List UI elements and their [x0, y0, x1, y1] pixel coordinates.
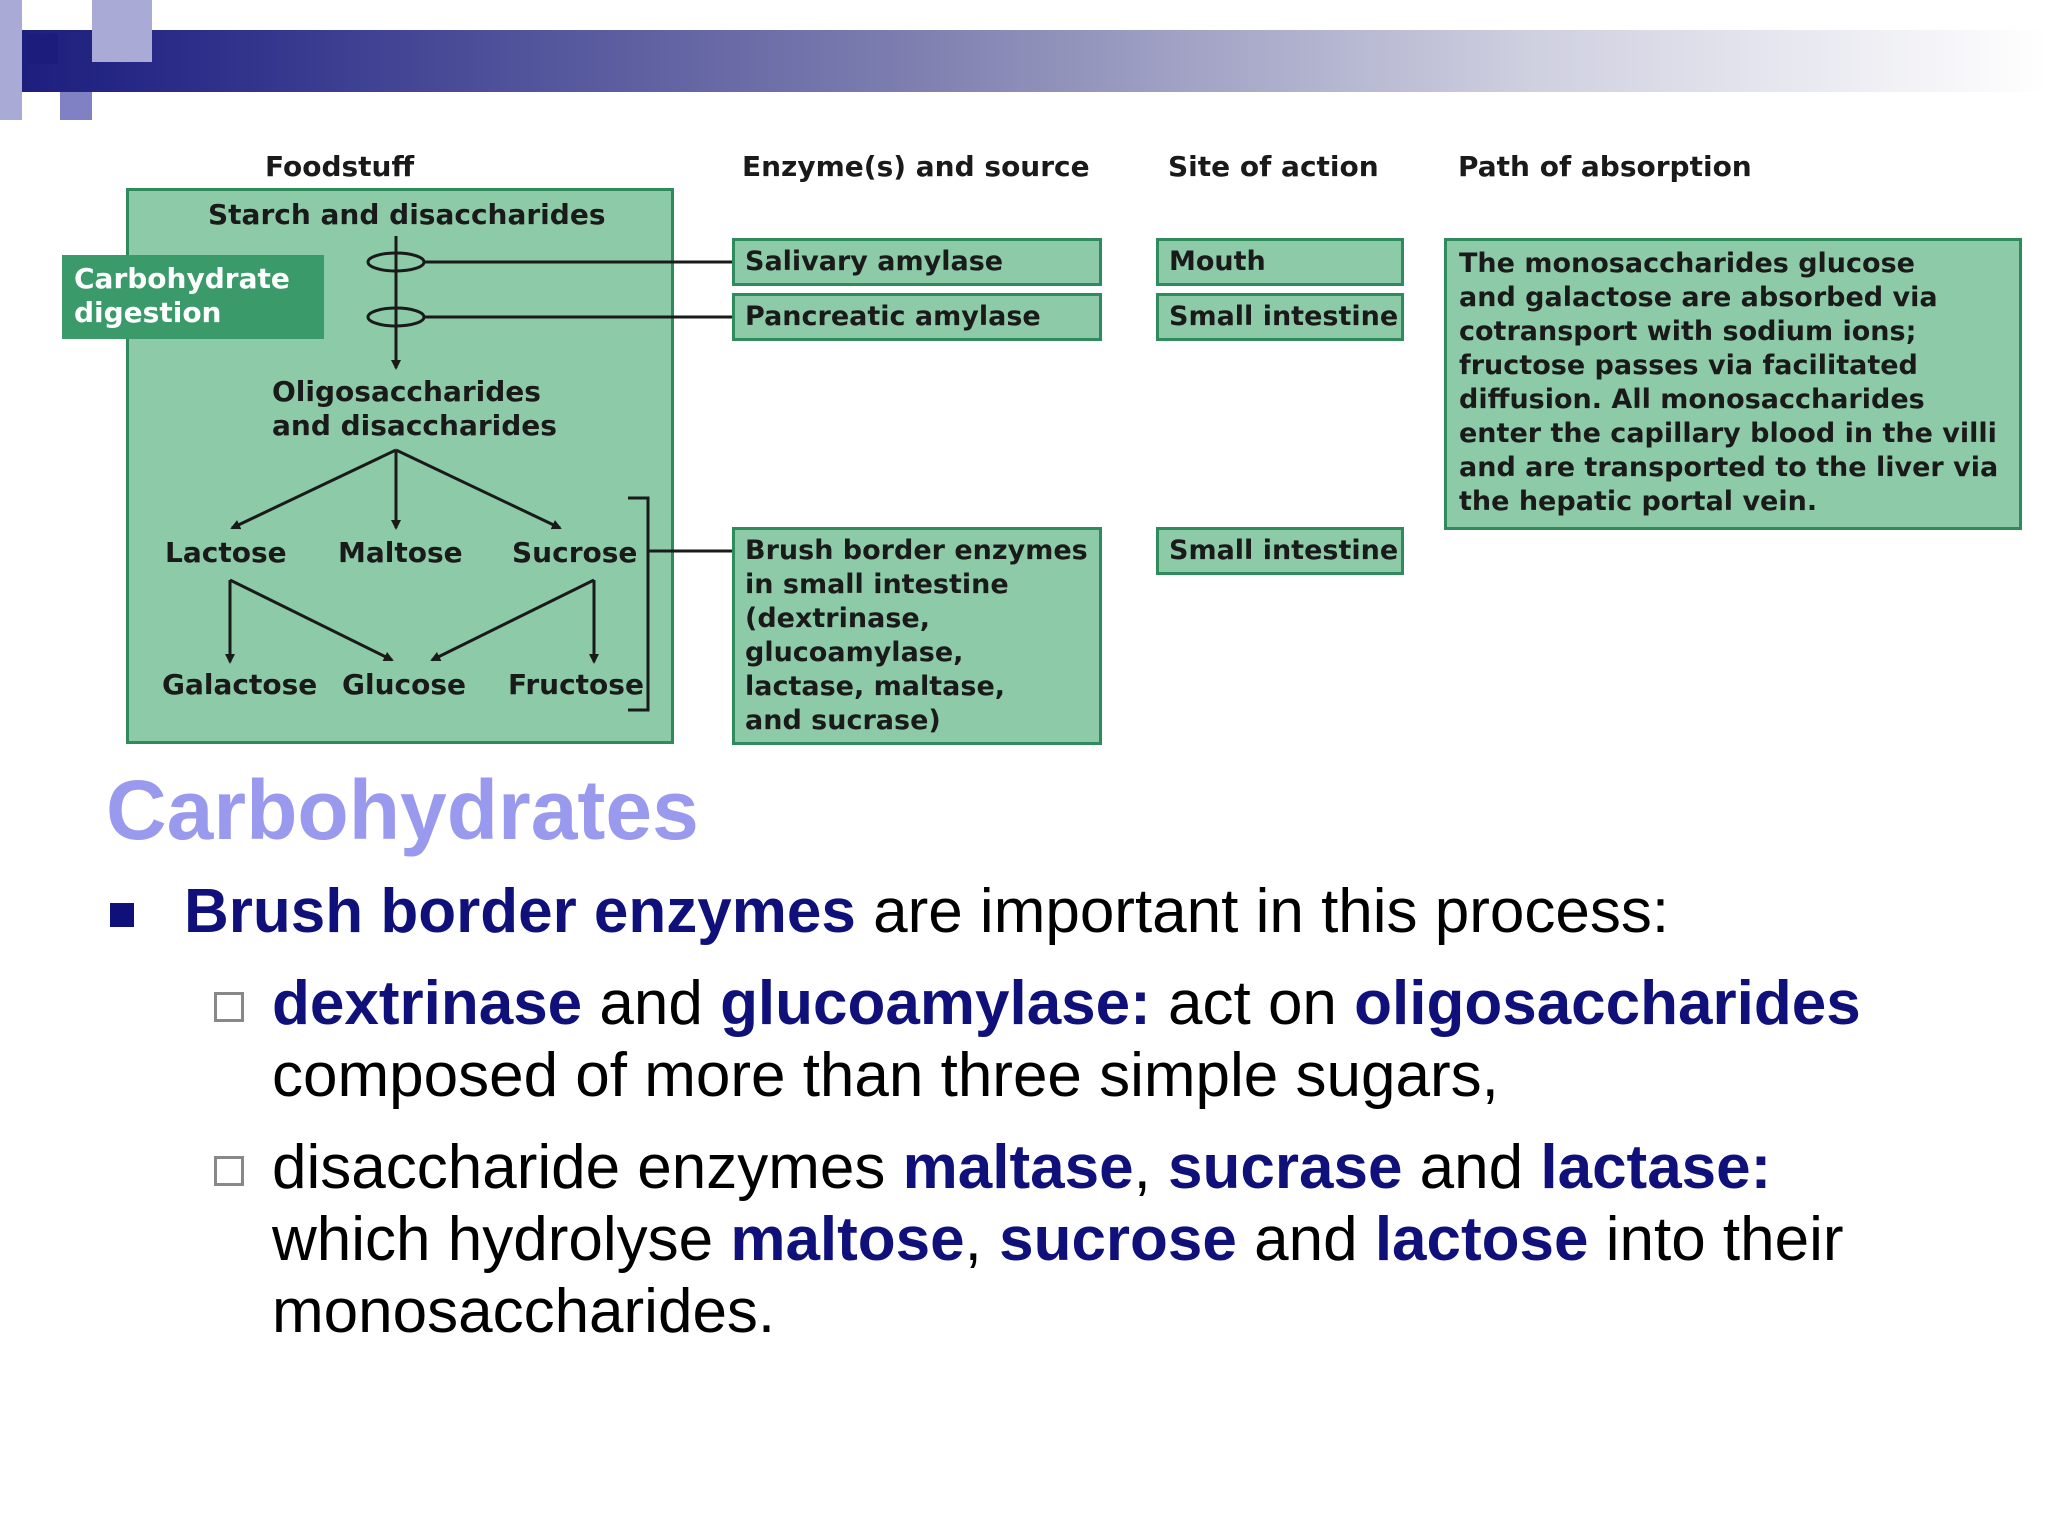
slide-title: Carbohydrates — [106, 763, 699, 857]
carbohydrate-digestion-diagram: Foodstuff Enzyme(s) and source Site of a… — [0, 0, 2048, 760]
bullet-square-icon — [110, 903, 134, 927]
sub1-oligosaccharides: oligosaccharides — [1354, 969, 1861, 1038]
maltose-label: Maltose — [338, 536, 463, 569]
glucose-label: Glucose — [342, 668, 467, 701]
sub1-dextrinase: dextrinase — [272, 969, 583, 1038]
salivary-amylase-label: Salivary amylase — [745, 246, 1004, 277]
site-small-intestine-1-box: Small intestine — [1156, 293, 1404, 341]
header-path: Path of absorption — [1458, 150, 1752, 183]
lactose-label: Lactose — [165, 536, 287, 569]
header-square-mid — [60, 92, 92, 120]
sub-bullet-1-line-1: dextrinase and glucoamylase: act on olig… — [272, 968, 1861, 1040]
sub-bullet-2-line-1: disaccharide enzymes maltase, sucrase an… — [272, 1132, 1771, 1204]
header-foodstuff: Foodstuff — [265, 150, 415, 183]
sub2-lactase: lactase: — [1540, 1133, 1772, 1202]
sub2-lactose: lactose — [1374, 1205, 1589, 1274]
brush-border-enzymes-box: Brush border enzymes in small intestine … — [732, 527, 1102, 745]
pancreatic-amylase-label: Pancreatic amylase — [745, 301, 1041, 332]
oligo-to-lactose-arrow — [230, 448, 397, 530]
bracket — [628, 496, 650, 712]
sub2-text-3: and — [1402, 1133, 1541, 1202]
site-small-intestine-2-box: Small intestine — [1156, 527, 1404, 575]
site-mouth-label: Mouth — [1169, 246, 1266, 277]
bullet-1: Brush border enzymes are important in th… — [184, 876, 1669, 947]
sub-bullet-1-box-icon — [214, 992, 244, 1022]
sub1-glucoamylase: glucoamylase: — [720, 969, 1151, 1038]
sub-bullet-2-box-icon — [214, 1156, 244, 1186]
sucrose-label: Sucrose — [512, 536, 638, 569]
sub2-text-1: disaccharide enzymes — [272, 1133, 903, 1202]
site-small-intestine-2-label: Small intestine — [1169, 535, 1399, 566]
sub2-text-5: , — [964, 1205, 1000, 1274]
diagram-connectors — [225, 236, 732, 712]
site-mouth-box: Mouth — [1156, 238, 1404, 286]
sub2-maltase: maltase — [902, 1133, 1134, 1202]
sub2-text-2: , — [1133, 1133, 1169, 1202]
oligo-label: Oligosaccharides and disaccharides — [272, 375, 557, 442]
sub2-text-6: and — [1236, 1205, 1375, 1274]
fructose-label: Fructose — [508, 668, 644, 701]
sub-bullet-2-line-2: which hydrolyse maltose, sucrose and lac… — [272, 1204, 1844, 1276]
sub2-sucrase: sucrase — [1168, 1133, 1403, 1202]
header-site: Site of action — [1168, 150, 1379, 183]
header-enzymes: Enzyme(s) and source — [742, 150, 1090, 183]
sucrose-to-glucose-arrow — [430, 578, 595, 662]
sub2-text-4: which hydrolyse — [272, 1205, 731, 1274]
galactose-label: Galactose — [162, 668, 318, 701]
sub1-text-1: and — [582, 969, 721, 1038]
sub-bullet-2-line-3: monosaccharides. — [272, 1277, 776, 1346]
bullet-1-rest: are important in this process: — [855, 877, 1670, 946]
header-square-dark — [28, 34, 58, 64]
header-square-light-1 — [0, 0, 22, 120]
oligo-to-sucrose-arrow — [395, 448, 562, 530]
header-square-light-2 — [92, 0, 152, 62]
header-bar — [0, 30, 2048, 92]
lactose-to-glucose-arrow — [229, 578, 394, 662]
starch-label: Starch and disaccharides — [208, 198, 606, 231]
pancreatic-amylase-box: Pancreatic amylase — [732, 293, 1102, 341]
sub2-text-7: into their — [1588, 1205, 1844, 1274]
bullet-1-bold: Brush border enzymes — [184, 877, 856, 946]
salivary-amylase-box: Salivary amylase — [732, 238, 1102, 286]
sub2-maltose: maltose — [730, 1205, 965, 1274]
sub2-sucrose: sucrose — [999, 1205, 1237, 1274]
site-small-intestine-1-label: Small intestine — [1169, 301, 1399, 332]
absorption-path-box: The monosaccharides glucose and galactos… — [1444, 238, 2022, 530]
sub1-text-2: act on — [1150, 969, 1355, 1038]
carbohydrate-digestion-tag: Carbohydrate digestion — [62, 255, 324, 339]
sub-bullet-1-line-2: composed of more than three simple sugar… — [272, 1041, 1499, 1110]
